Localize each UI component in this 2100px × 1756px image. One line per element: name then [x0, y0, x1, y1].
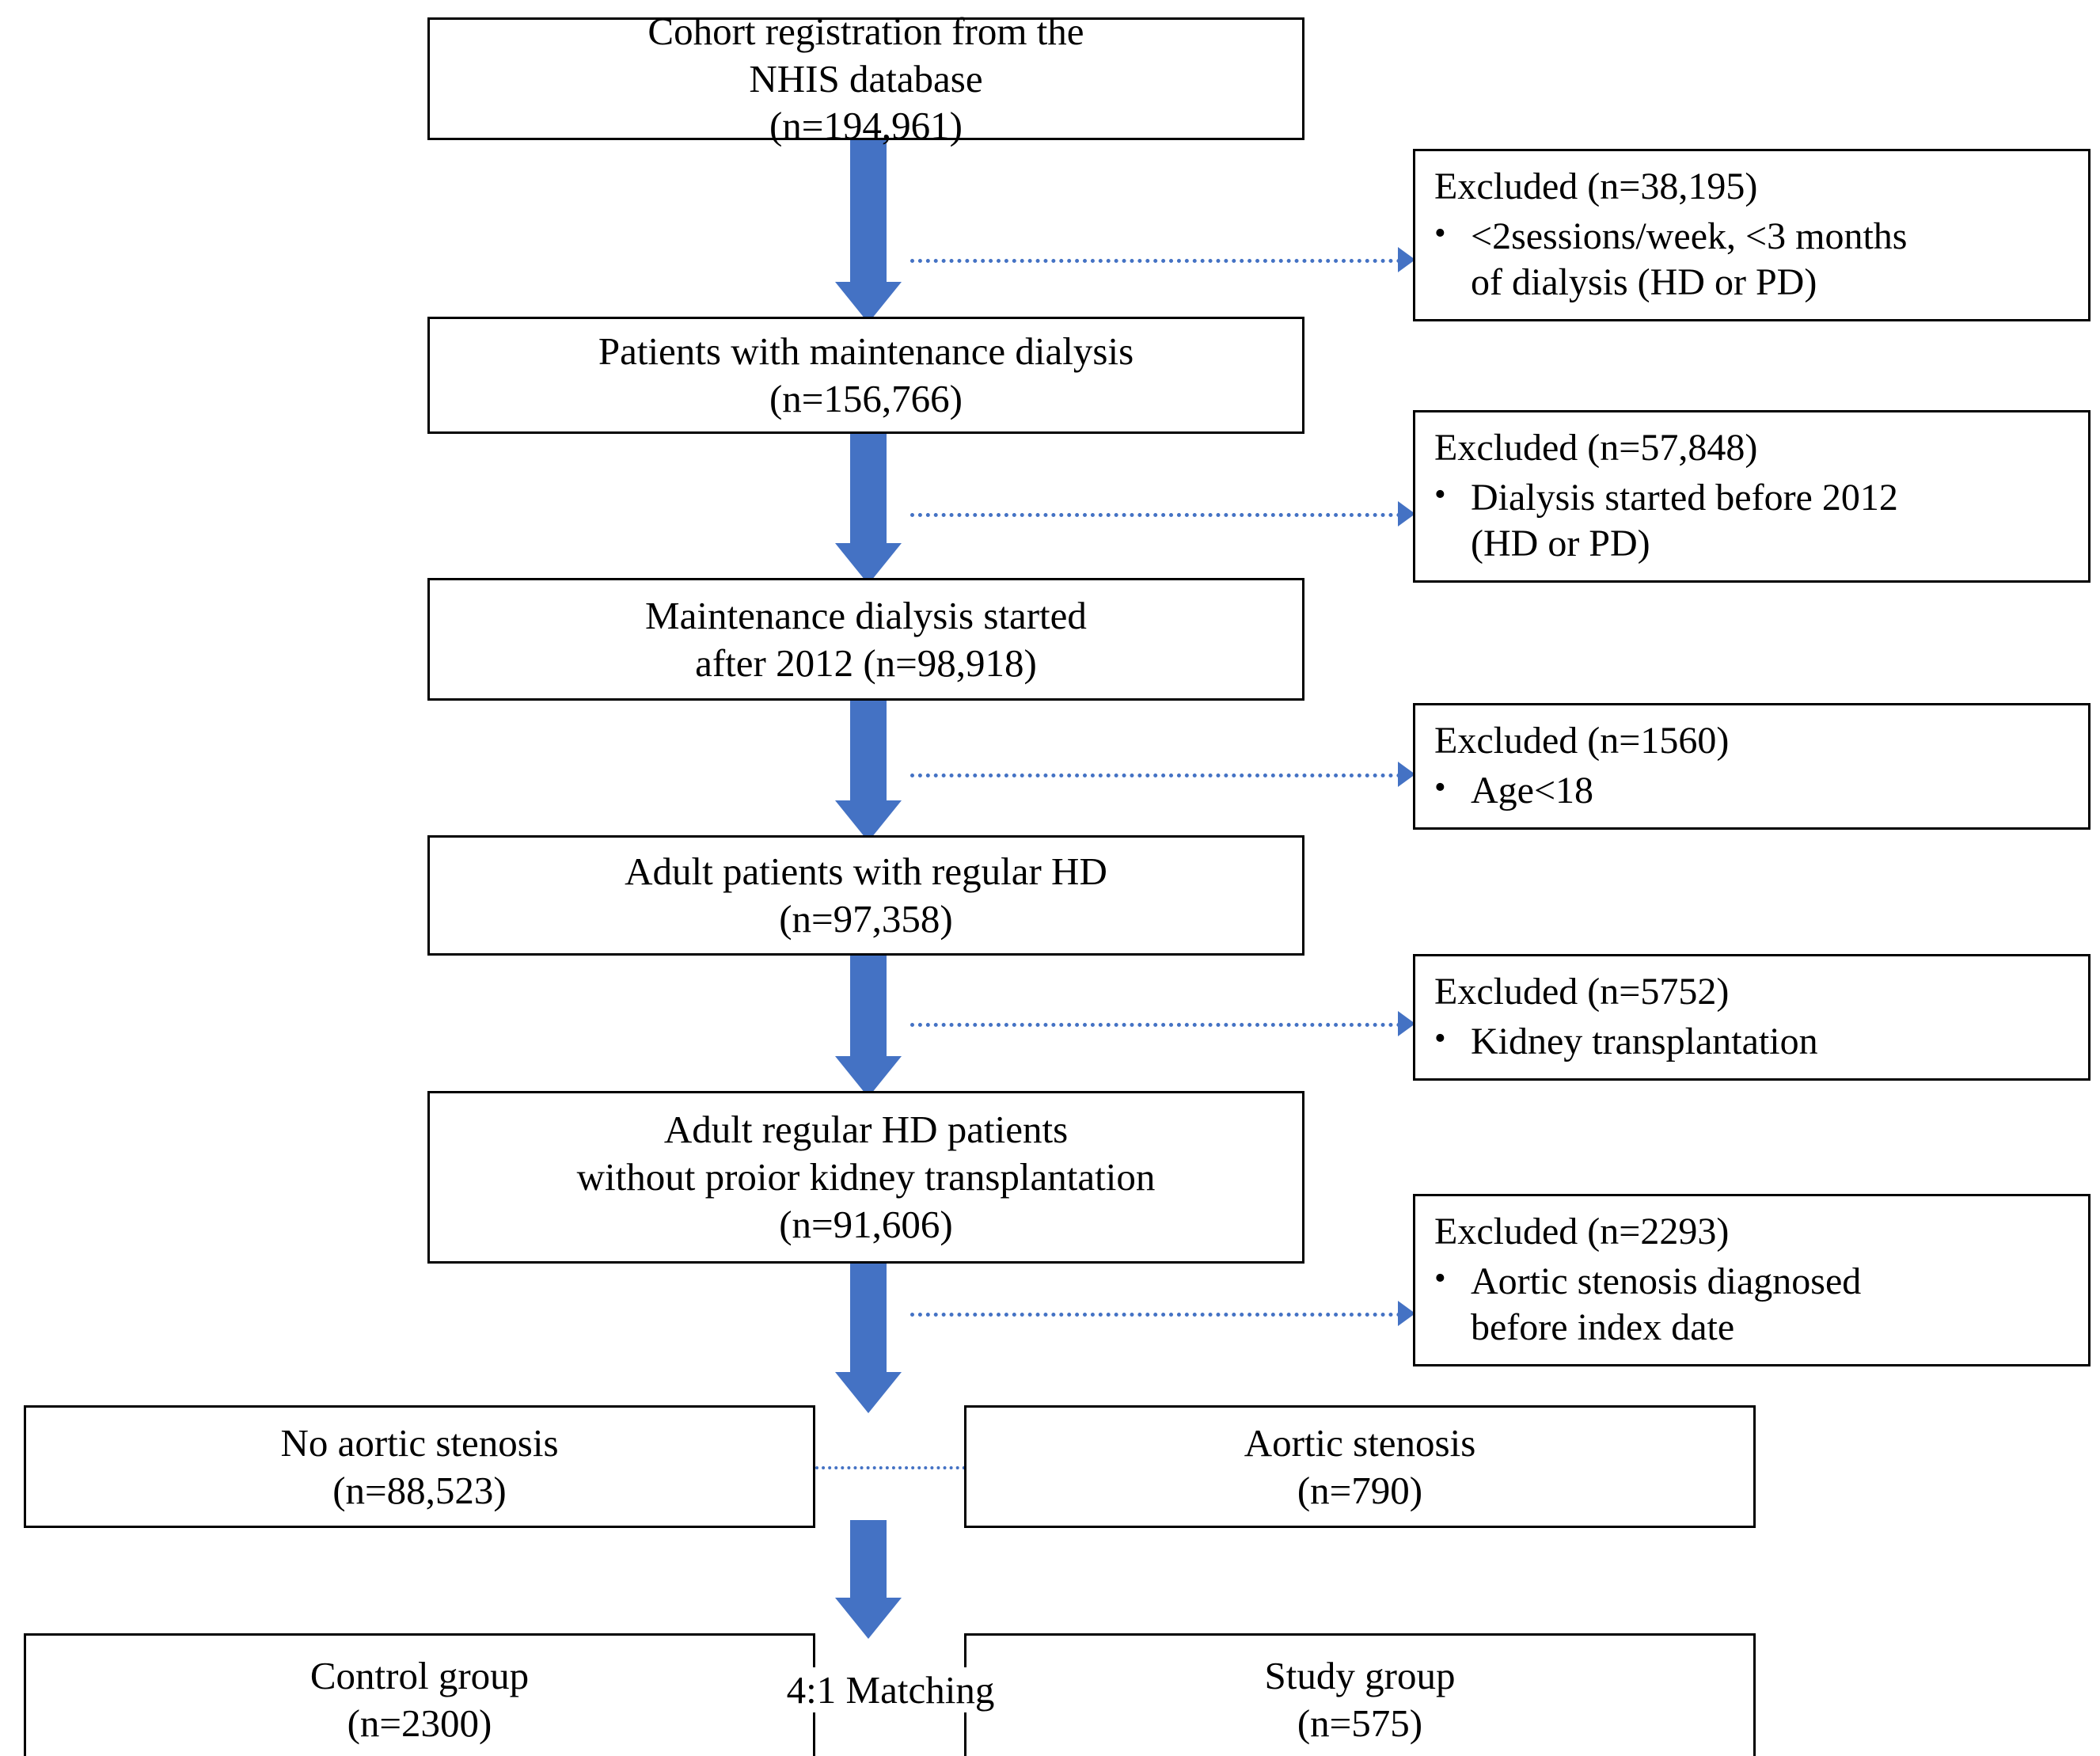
flow-arrow-2	[835, 428, 902, 584]
flow-box-line: Adult patients with regular HD	[625, 849, 1107, 894]
exclusion-bullet-line: Age<18	[1471, 770, 1594, 811]
exclusion-bullet: • Dialysis started before 2012 (HD or PD…	[1434, 475, 1898, 568]
flow-box-study-group: Study group (n=575)	[964, 1633, 1756, 1756]
flow-box-adult-hd-no-transplant: Adult regular HD patients without proior…	[427, 1091, 1304, 1264]
exclusion-bullet: • Aortic stenosis diagnosed before index…	[1434, 1259, 1861, 1351]
bullet-dot-icon: •	[1434, 1021, 1446, 1057]
exclusion-connector-5	[910, 1313, 1401, 1317]
flow-box-no-aortic-stenosis: No aortic stenosis (n=88,523)	[24, 1405, 815, 1528]
exclusion-connector-4	[910, 1023, 1401, 1027]
flow-box-line: (n=2300)	[347, 1701, 492, 1745]
flow-box-line: without proior kidney transplantation	[576, 1155, 1156, 1199]
flow-box-dialysis-after-2012: Maintenance dialysis started after 2012 …	[427, 578, 1304, 701]
flow-box-line: Study group	[1264, 1654, 1456, 1698]
flow-box-line: Control group	[309, 1654, 530, 1698]
split-row-connector	[815, 1466, 966, 1469]
exclusion-heading: Excluded (n=57,848)	[1434, 427, 1758, 469]
exclusion-heading: Excluded (n=1560)	[1434, 720, 1730, 762]
exclusion-box-excluded-prior-as: Excluded (n=2293) • Aortic stenosis diag…	[1413, 1194, 2091, 1366]
flow-box-aortic-stenosis: Aortic stenosis (n=790)	[964, 1405, 1756, 1528]
exclusion-connector-arrowhead-4	[1398, 1011, 1415, 1036]
exclusion-bullet-line: of dialysis (HD or PD)	[1471, 261, 1817, 304]
flow-box-line: after 2012 (n=98,918)	[695, 640, 1037, 685]
flow-box-line: (n=790)	[1297, 1468, 1423, 1512]
bullet-dot-icon: •	[1434, 1260, 1446, 1297]
exclusion-connector-arrowhead-2	[1398, 501, 1415, 526]
bullet-dot-icon: •	[1434, 215, 1446, 252]
exclusion-heading: Excluded (n=38,195)	[1434, 165, 1758, 208]
exclusion-bullet-line: <2sessions/week, <3 months	[1471, 215, 1908, 257]
exclusion-bullet-line: before index date	[1471, 1306, 1735, 1349]
flow-arrow-5	[835, 1259, 902, 1413]
flow-box-line: (n=194,961)	[769, 104, 963, 148]
flow-box-line: (n=97,358)	[779, 897, 953, 941]
exclusion-connector-arrowhead-1	[1398, 247, 1415, 272]
exclusion-heading: Excluded (n=5752)	[1434, 971, 1730, 1013]
flow-box-line: Aortic stenosis	[1244, 1420, 1476, 1465]
bullet-dot-icon: •	[1434, 770, 1446, 806]
flow-arrow-3	[835, 695, 902, 842]
flow-box-line: No aortic stenosis	[280, 1420, 559, 1465]
exclusion-bullet-line: Aortic stenosis diagnosed	[1471, 1260, 1862, 1302]
exclusion-box-excluded-sessions: Excluded (n=38,195) • <2sessions/week, <…	[1413, 149, 2091, 321]
matching-ratio-label: 4:1 Matching	[772, 1667, 1009, 1712]
exclusion-box-excluded-age: Excluded (n=1560) • Age<18	[1413, 703, 2091, 830]
flow-box-adult-regular-hd: Adult patients with regular HD (n=97,358…	[427, 835, 1304, 956]
exclusion-box-excluded-transplant: Excluded (n=5752) • Kidney transplantati…	[1413, 954, 2091, 1081]
flow-box-line: (n=156,766)	[769, 377, 963, 420]
flow-box-line: Maintenance dialysis started	[645, 593, 1087, 637]
flow-box-line: (n=575)	[1297, 1701, 1423, 1745]
flow-box-cohort-registration: Cohort registration from the NHIS databa…	[427, 10, 1304, 147]
exclusion-connector-arrowhead-3	[1398, 762, 1415, 787]
exclusion-box-excluded-before-2012: Excluded (n=57,848) • Dialysis started b…	[1413, 410, 2091, 583]
flow-box-line: (n=88,523)	[332, 1468, 507, 1512]
exclusion-bullet: • <2sessions/week, <3 months of dialysis…	[1434, 214, 1907, 306]
exclusion-bullet: • Age<18	[1434, 768, 1593, 815]
flow-box-maintenance-dialysis: Patients with maintenance dialysis (n=15…	[427, 317, 1304, 434]
exclusion-connector-1	[910, 259, 1401, 263]
exclusion-bullet-line: Kidney transplantation	[1471, 1021, 1818, 1062]
flow-box-control-group: Control group (n=2300)	[24, 1633, 815, 1756]
flow-arrow-4	[835, 950, 902, 1097]
flow-box-line: Patients with maintenance dialysis	[598, 329, 1134, 374]
flow-box-line: (n=91,606)	[779, 1202, 953, 1246]
flow-arrow-1	[835, 135, 902, 323]
exclusion-bullet: • Kidney transplantation	[1434, 1019, 1818, 1066]
flow-arrow-6	[835, 1520, 902, 1639]
flow-box-line: Adult regular HD patients	[663, 1108, 1069, 1152]
exclusion-connector-arrowhead-5	[1398, 1301, 1415, 1326]
exclusion-heading: Excluded (n=2293)	[1434, 1211, 1730, 1253]
flow-box-line: NHIS database	[749, 56, 983, 101]
exclusion-connector-3	[910, 773, 1401, 777]
bullet-dot-icon: •	[1434, 476, 1446, 513]
exclusion-connector-2	[910, 513, 1401, 517]
flow-box-line: Cohort registration from the	[647, 9, 1084, 53]
exclusion-bullet-line: Dialysis started before 2012	[1471, 476, 1898, 519]
exclusion-bullet-line: (HD or PD)	[1471, 523, 1650, 565]
